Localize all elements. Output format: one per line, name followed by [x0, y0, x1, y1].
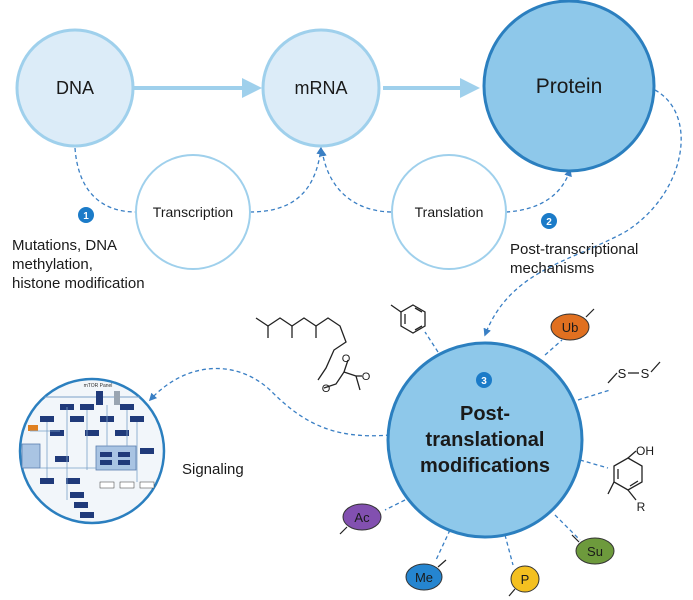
phenol-r: R [637, 500, 646, 514]
ester-o1: O [322, 383, 331, 395]
step-1-line-1: Mutations, DNA [12, 237, 118, 254]
ptm-label-line3: modifications [420, 455, 550, 477]
phenol-oh: OH [636, 444, 654, 458]
step-1-badge: 1 [78, 207, 94, 223]
disulfide-s2: S [641, 366, 650, 381]
acetyl-badge: Ac [339, 503, 382, 535]
ub-label: Ub [562, 320, 579, 335]
step-1-number: 1 [83, 211, 89, 222]
ptm-label-line2: translational [426, 429, 545, 451]
phenol-structure: OH R [607, 444, 654, 514]
step-2-line-2: mechanisms [510, 260, 595, 277]
translation-node: Translation [391, 154, 507, 270]
protein-to-ptm-dashed [483, 89, 682, 337]
su-label: Su [587, 544, 603, 559]
signaling-panel-title: mTOR Panel [84, 383, 113, 389]
phosphate-badge: P [508, 565, 540, 597]
benzene-structure [390, 304, 426, 334]
disulfide-s1: S [618, 366, 627, 381]
lipid-ester-structure: O O O [255, 317, 371, 395]
ubiquitin-badge: Ub [550, 308, 595, 341]
step-2-number: 2 [546, 217, 552, 228]
protein-node: Protein [482, 0, 656, 173]
step-1-line-3: histone modification [12, 275, 145, 292]
methyl-badge: Me [405, 559, 447, 591]
transcription-node: Transcription [135, 154, 251, 270]
sumo-badge: Su [571, 534, 615, 565]
mrna-to-translation-dashed [319, 148, 394, 213]
mrna-label: mRNA [295, 78, 348, 98]
transcription-label: Transcription [153, 204, 233, 220]
dna-to-transcription-dashed [74, 147, 137, 213]
ac-label: Ac [354, 510, 370, 525]
spoke-phenol [579, 459, 609, 469]
step-3-number: 3 [481, 376, 487, 387]
spoke-ac [384, 499, 406, 511]
step-1-description: Mutations, DNA methylation, histone modi… [12, 236, 145, 293]
signaling-label: Signaling [182, 461, 244, 478]
transcription-to-mrna-dashed [249, 146, 325, 213]
spoke-me [435, 529, 451, 561]
ptm-label-line1: Post- [460, 403, 510, 425]
step-2-description: Post-transcriptional mechanisms [510, 240, 638, 278]
translation-to-protein-dashed [505, 168, 572, 213]
dna-label: DNA [56, 78, 94, 98]
me-label: Me [415, 570, 433, 585]
step-1-line-2: methylation, [12, 256, 93, 273]
spoke-disulfide [577, 389, 611, 401]
spoke-p [504, 534, 514, 566]
p-label: P [521, 572, 530, 587]
spoke-ub [544, 339, 563, 356]
mrna-node: mRNA [261, 28, 381, 148]
spoke-benzene [424, 331, 439, 353]
protein-label: Protein [536, 75, 603, 98]
ptm-to-signaling-dashed [148, 367, 391, 437]
signaling-node: mTOR Panel [18, 377, 166, 525]
step-2-badge: 2 [541, 213, 557, 229]
ester-o3: O [362, 371, 371, 383]
step-2-line-1: Post-transcriptional [510, 241, 639, 258]
translation-label: Translation [415, 204, 484, 220]
dna-node: DNA [15, 28, 135, 148]
spoke-su [554, 514, 581, 541]
ester-o2: O [342, 353, 351, 365]
disulfide-structure: S S [607, 361, 661, 384]
ptm-node: 3 Post- translational modifications [386, 341, 584, 539]
